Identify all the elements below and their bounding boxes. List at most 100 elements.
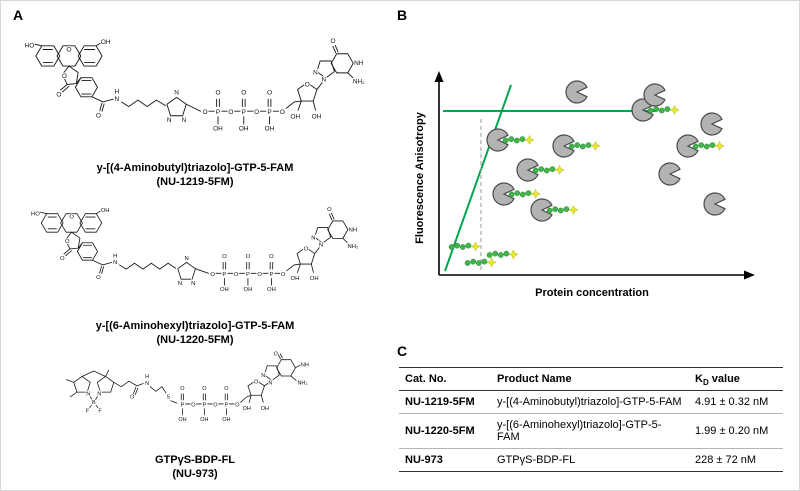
svg-text:O: O (66, 46, 71, 53)
table-header-row: Cat. No. Product Name KD value (399, 367, 783, 391)
svg-text:NH: NH (349, 227, 357, 233)
svg-text:O: O (213, 402, 217, 408)
table-row: NU-973 GTPγS-BDP-FL 228 ± 72 nM (399, 449, 783, 472)
svg-text:P: P (269, 272, 273, 278)
svg-text:O: O (202, 386, 206, 392)
svg-text:OH: OH (261, 406, 269, 412)
svg-text:N: N (268, 380, 272, 386)
svg-text:S: S (166, 394, 170, 400)
panel-b-label: B (397, 7, 408, 23)
cell-cat-no: NU-1219-5FM (405, 396, 475, 408)
cell-kd-value: 4.91 ± 0.32 nM (695, 396, 769, 408)
svg-text:P: P (242, 109, 246, 116)
svg-text:P: P (267, 109, 271, 116)
svg-text:OH: OH (213, 125, 223, 132)
svg-text:N: N (311, 236, 315, 242)
svg-text:N: N (261, 373, 265, 379)
svg-text:N: N (184, 256, 188, 262)
cell-product-name: y-[(6-Aminohexyl)triazolo]-GTP-5-FAM (497, 419, 662, 443)
svg-text:OH: OH (222, 417, 230, 423)
table-row: NU-1220-5FM y-[(6-Aminohexyl)triazolo]-G… (399, 414, 783, 449)
svg-text:O: O (215, 90, 220, 97)
svg-text:O: O (269, 254, 274, 260)
svg-text:O: O (280, 109, 285, 116)
svg-text:OH: OH (265, 125, 275, 132)
svg-text:N: N (167, 117, 172, 124)
svg-text:OH: OH (243, 406, 251, 412)
cell-kd-value: 228 ± 72 nM (695, 454, 757, 466)
molecule-1-bonds (33, 41, 356, 125)
panel-b-items (448, 80, 726, 268)
svg-text:O: O (241, 90, 246, 97)
svg-text:N: N (313, 69, 318, 76)
column-header-kd-value: KD value (689, 368, 783, 391)
compound-cat-no: (NU-1219-5FM) (156, 176, 234, 188)
svg-text:OH: OH (178, 417, 186, 423)
compound-name: GTPγS-BDP-FL (154, 454, 236, 466)
svg-text:N: N (182, 117, 187, 124)
svg-text:OH: OH (200, 417, 208, 423)
svg-text:O: O (203, 109, 208, 116)
svg-text:O: O (222, 254, 227, 260)
svg-text:O: O (254, 380, 258, 386)
svg-text:OH: OH (101, 39, 111, 46)
svg-text:OH: OH (312, 114, 322, 121)
svg-text:O: O (305, 81, 310, 88)
svg-text:N: N (321, 77, 326, 84)
svg-text:O: O (96, 275, 101, 281)
svg-text:O: O (304, 247, 309, 253)
svg-text:O: O (191, 402, 195, 408)
svg-text:N: N (145, 381, 149, 387)
svg-text:OH: OH (310, 276, 319, 282)
svg-text:N: N (191, 281, 195, 287)
compound-label-block: GTPγS-BDP-FL (NU-973) (9, 453, 381, 481)
svg-text:N: N (174, 90, 179, 97)
svg-text:NH: NH (354, 60, 364, 67)
svg-text:O: O (60, 256, 65, 262)
svg-text:F: F (98, 409, 102, 415)
compound-label-block: y-[(4-Aminobutyl)triazolo]-GTP-5-FAM (NU… (9, 161, 381, 189)
column-header-product-name: Product Name (497, 373, 572, 385)
molecule-3-bonds (65, 353, 301, 416)
y-axis-label: Fluorescence Anisotropy (414, 111, 426, 244)
kd-table-container: Cat. No. Product Name KD value NU-1219-5… (399, 367, 783, 472)
svg-text:NH₂: NH₂ (353, 79, 365, 86)
svg-text:B: B (92, 400, 96, 406)
svg-text:P: P (203, 402, 207, 408)
svg-text:P: P (246, 272, 250, 278)
svg-text:O: O (274, 351, 278, 357)
compound-name: y-[(6-Aminohexyl)triazolo]-GTP-5-FAM (95, 320, 295, 332)
svg-text:N: N (178, 281, 182, 287)
svg-text:OH: OH (291, 276, 300, 282)
svg-text:O: O (234, 272, 239, 278)
svg-text:O: O (224, 386, 228, 392)
svg-text:O: O (267, 90, 272, 97)
svg-text:O: O (330, 38, 335, 45)
svg-text:O: O (235, 402, 239, 408)
compound-cat-no: (NU-973) (172, 468, 218, 480)
panel-a-label: A (13, 7, 24, 23)
svg-text:HO: HO (31, 211, 40, 217)
svg-text:F: F (86, 409, 90, 415)
cell-kd-value: 1.99 ± 0.20 nM (695, 425, 769, 437)
panel-c-label: C (397, 343, 408, 359)
binding-slope-line (444, 84, 512, 272)
binding-schematic-plot: Fluorescence Anisotropy Protein concentr… (414, 71, 755, 299)
compound-name: y-[(4-Aminobutyl)triazolo]-GTP-5-FAM (96, 162, 294, 174)
svg-text:O: O (180, 386, 184, 392)
kd-table: Cat. No. Product Name KD value NU-1219-5… (399, 367, 783, 472)
svg-text:O: O (130, 394, 134, 400)
svg-text:NH₂: NH₂ (297, 380, 307, 386)
svg-text:OH: OH (244, 287, 253, 293)
cell-product-name: GTPγS-BDP-FL (497, 454, 576, 466)
svg-text:OH: OH (290, 114, 300, 121)
molecule-2-bonds (39, 209, 351, 286)
svg-text:H: H (114, 89, 119, 96)
svg-text:O: O (210, 272, 215, 278)
svg-text:OH: OH (239, 125, 249, 132)
